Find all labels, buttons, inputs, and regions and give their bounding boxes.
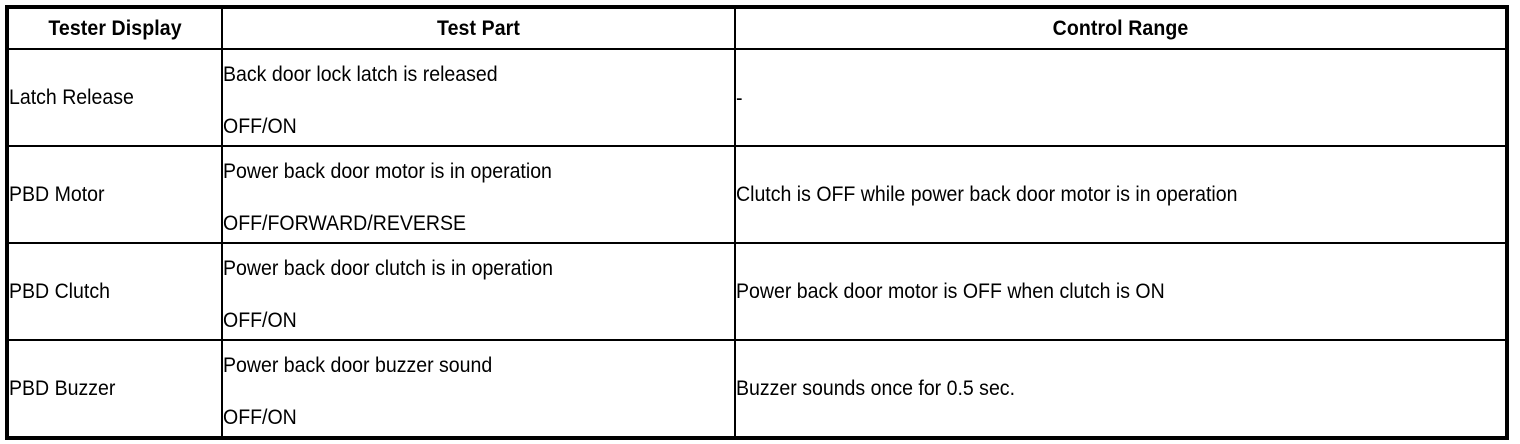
test-part-description: Power back door motor is in operation [223, 160, 552, 184]
active-test-spec-table: Tester Display Test Part Control Range L… [5, 5, 1509, 440]
cell-tester-display: PBD Motor [6, 145, 223, 244]
control-range-value: - [736, 86, 743, 110]
cell-tester-display: Latch Release [6, 48, 223, 147]
column-header-tester-display-label: Tester Display [48, 17, 182, 40]
control-range-value: Power back door motor is OFF when clutch… [736, 279, 1165, 303]
column-header-tester-display: Tester Display [6, 6, 223, 50]
table-row: PBD Buzzer Power back door buzzer sound … [6, 339, 1508, 439]
table-row: PBD Clutch Power back door clutch is in … [6, 242, 1508, 341]
header-row: Tester Display Test Part Control Range [6, 6, 1508, 50]
cell-test-part: Power back door clutch is in operation O… [221, 242, 736, 341]
cell-control-range: - [734, 48, 1508, 147]
cell-tester-display: PBD Buzzer [6, 339, 223, 439]
control-range-value: Clutch is OFF while power back door moto… [736, 182, 1238, 206]
test-part-states: OFF/FORWARD/REVERSE [223, 212, 467, 235]
table-row: PBD Motor Power back door motor is in op… [6, 145, 1508, 244]
spec-table-container: Tester Display Test Part Control Range L… [5, 5, 1509, 440]
cell-test-part: Power back door buzzer sound OFF/ON [221, 339, 736, 439]
column-header-control-range-label: Control Range [1052, 17, 1189, 40]
column-header-test-part-label: Test Part [437, 17, 520, 40]
tester-display-value: PBD Motor [9, 182, 105, 206]
cell-control-range: Power back door motor is OFF when clutch… [734, 242, 1508, 341]
test-part-states: OFF/ON [223, 115, 297, 138]
table-body: Latch Release Back door lock latch is re… [6, 48, 1508, 439]
tester-display-value: PBD Clutch [9, 279, 110, 303]
column-header-test-part: Test Part [221, 6, 736, 50]
table-row: Latch Release Back door lock latch is re… [6, 48, 1508, 147]
cell-tester-display: PBD Clutch [6, 242, 223, 341]
cell-test-part: Back door lock latch is released OFF/ON [221, 48, 736, 147]
table-header: Tester Display Test Part Control Range [6, 6, 1508, 50]
test-part-states: OFF/ON [223, 309, 297, 332]
cell-control-range: Clutch is OFF while power back door moto… [734, 145, 1508, 244]
test-part-description: Back door lock latch is released [223, 63, 498, 87]
control-range-value: Buzzer sounds once for 0.5 sec. [736, 376, 1015, 400]
test-part-description: Power back door buzzer sound [223, 354, 493, 378]
tester-display-value: Latch Release [9, 85, 134, 109]
test-part-description: Power back door clutch is in operation [223, 257, 554, 281]
column-header-control-range: Control Range [734, 6, 1508, 50]
cell-control-range: Buzzer sounds once for 0.5 sec. [734, 339, 1508, 439]
cell-test-part: Power back door motor is in operation OF… [221, 145, 736, 244]
tester-display-value: PBD Buzzer [9, 376, 116, 400]
test-part-states: OFF/ON [223, 406, 297, 429]
